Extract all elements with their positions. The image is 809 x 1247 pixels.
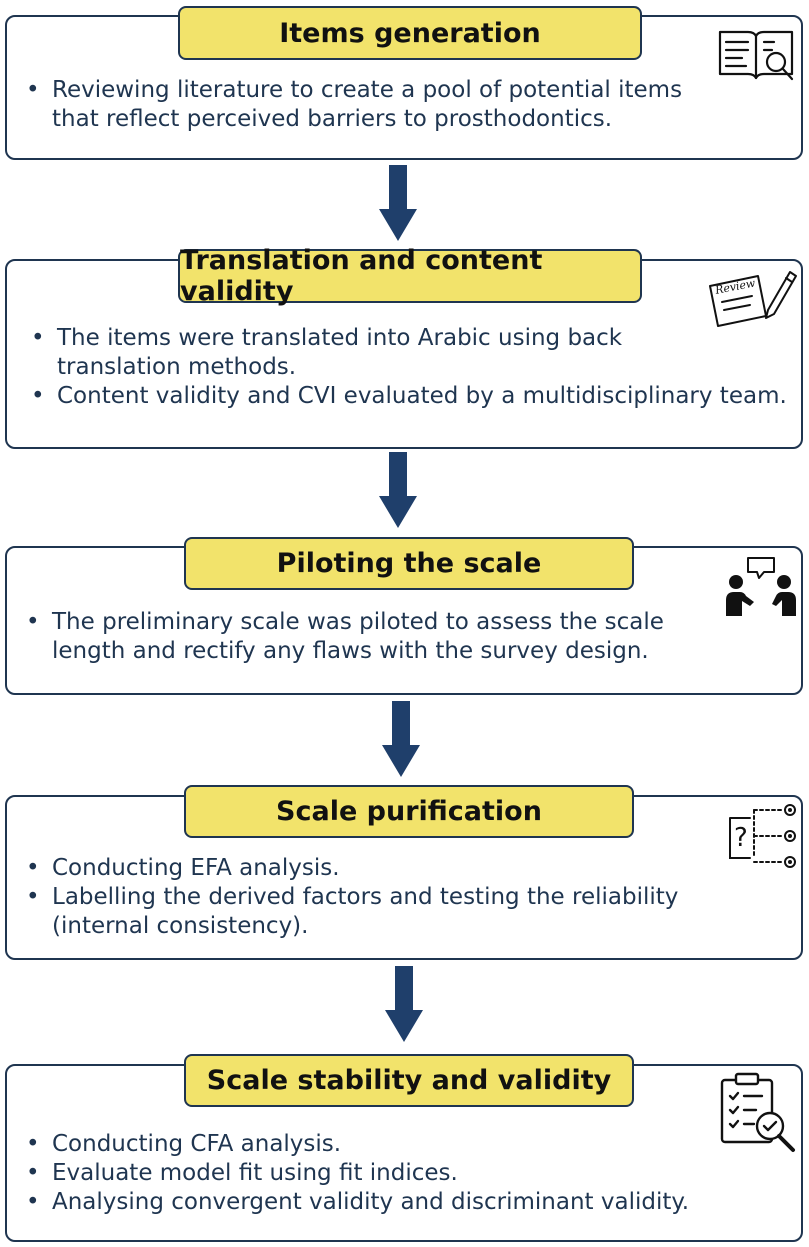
svg-text:?: ?	[734, 823, 748, 853]
bullet-item: Conducting EFA analysis.	[26, 854, 726, 883]
review-pen-icon: Review	[709, 271, 797, 327]
step-bullets-2: The items were translated into Arabic us…	[31, 324, 801, 411]
step-title-3: Piloting the scale	[184, 537, 634, 590]
bullet-item: Content validity and CVI evaluated by a …	[31, 382, 801, 411]
step-title-5: Scale stability and validity	[184, 1054, 634, 1107]
review-label: Review	[713, 276, 757, 297]
clipboard-check-icon	[720, 1072, 795, 1152]
step-title-2: Translation and content validity	[178, 245, 642, 307]
flow-arrow-4	[385, 966, 423, 1042]
flow-arrow-2	[379, 452, 417, 528]
bullet-item: The items were translated into Arabic us…	[31, 324, 801, 382]
step-bullets-4: Conducting EFA analysis. Labelling the d…	[26, 854, 726, 941]
bullet-item: The preliminary scale was piloted to ass…	[26, 608, 706, 666]
flow-arrow-1	[379, 165, 417, 241]
step-bullets-1: Reviewing literature to create a pool of…	[26, 76, 696, 134]
bullet-item: Conducting CFA analysis.	[26, 1130, 726, 1159]
bullet-item: Evaluate model fit using fit indices.	[26, 1159, 726, 1188]
question-branch-icon: ?	[729, 804, 796, 868]
book-search-icon	[718, 30, 794, 81]
step-title-4: Scale purification	[184, 785, 634, 838]
bullet-item: Analysing convergent validity and discri…	[26, 1188, 726, 1217]
flow-arrow-3	[382, 701, 420, 777]
bullet-item: Labelling the derived factors and testin…	[26, 883, 726, 941]
step-bullets-3: The preliminary scale was piloted to ass…	[26, 608, 706, 666]
step-bullets-5: Conducting CFA analysis. Evaluate model …	[26, 1130, 726, 1217]
bullet-item: Reviewing literature to create a pool of…	[26, 76, 696, 134]
people-discussion-icon	[726, 557, 796, 616]
step-title-1: Items generation	[178, 6, 642, 60]
